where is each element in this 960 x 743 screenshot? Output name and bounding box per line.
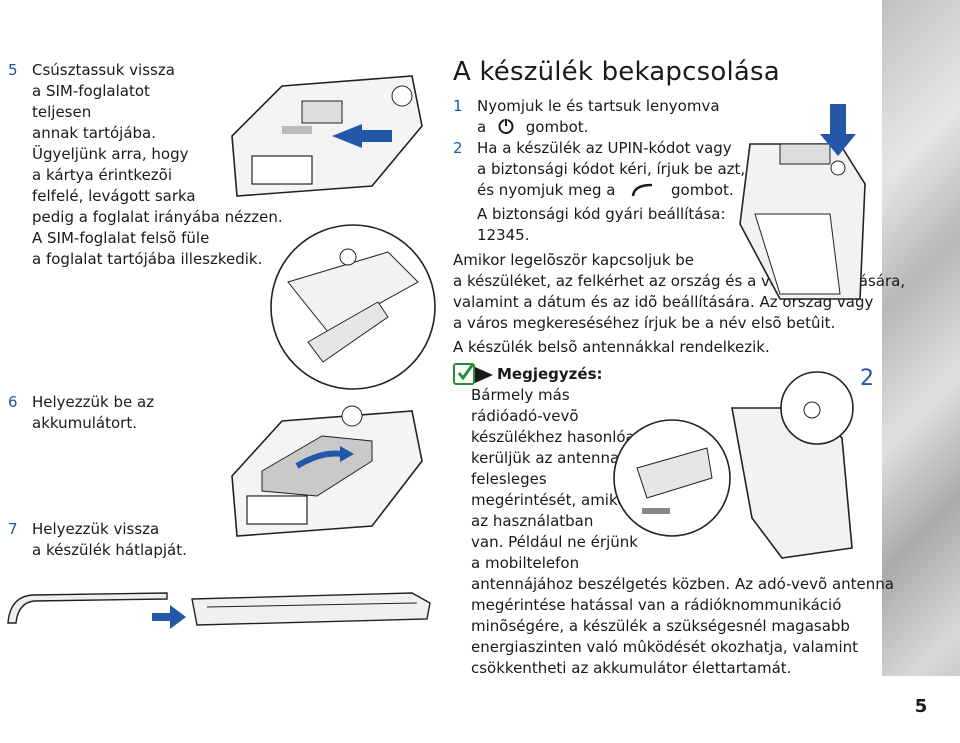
decorative-side-strip bbox=[882, 0, 960, 743]
page-number-tab: 5 bbox=[882, 676, 960, 743]
power-step-1-text: Nyomjuk le és tartsuk lenyomva a gombot. bbox=[477, 96, 720, 141]
phone-power-key-illustration bbox=[739, 104, 866, 300]
callout-2: 2 bbox=[860, 366, 874, 391]
battery-insertion-illustration bbox=[231, 405, 423, 537]
step-7-number: 7 bbox=[8, 520, 18, 538]
back-cover-illustration bbox=[7, 592, 431, 629]
antenna-location-illustration bbox=[613, 371, 854, 559]
section-title: A készülék bekapcsolása bbox=[453, 57, 780, 87]
note-heading: Megjegyzés: bbox=[497, 365, 603, 383]
note-icon bbox=[453, 361, 493, 389]
step-6-number: 6 bbox=[8, 393, 18, 411]
power-step-2-number: 2 bbox=[453, 139, 463, 157]
step-5-number: 5 bbox=[8, 61, 18, 79]
antenna-paragraph: A készülék belsõ antennákkal rendelkezik… bbox=[453, 338, 770, 356]
power-step-2-text: Ha a készülék az UPIN-kódot vagy a bizto… bbox=[477, 139, 746, 244]
sim-insertion-illustration bbox=[231, 75, 423, 197]
note-text-continued: antennájához beszélgetés közben. Az adó-… bbox=[471, 575, 894, 677]
page-number: 5 bbox=[914, 696, 928, 717]
sim-zoom-illustration bbox=[270, 224, 436, 390]
left-selection-key-icon bbox=[630, 182, 656, 204]
power-step-1-number: 1 bbox=[453, 97, 463, 115]
power-key-icon bbox=[497, 117, 515, 141]
